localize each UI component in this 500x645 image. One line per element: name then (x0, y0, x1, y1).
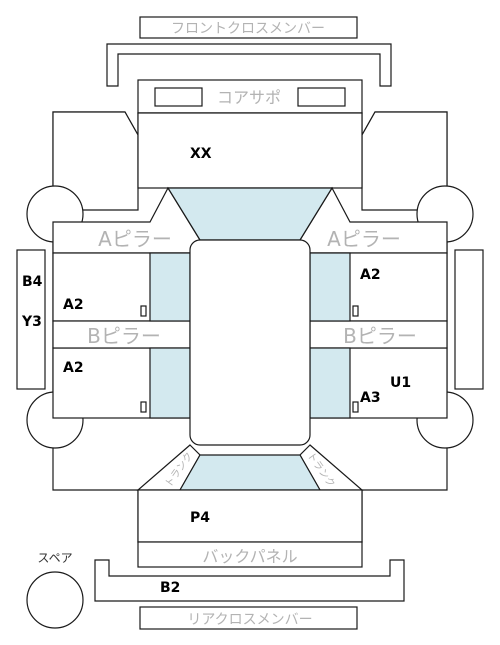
code-core-area: XX (190, 146, 212, 162)
spare-tire[interactable] (26, 571, 84, 629)
b-pillar-right[interactable] (309, 320, 448, 349)
front-cross-member-bracket[interactable] (106, 43, 392, 87)
rear-cross-member-bracket[interactable] (94, 559, 405, 602)
front-right-door-handle (352, 305, 359, 317)
code-rear-left-door: A2 (63, 360, 84, 376)
left-front-window[interactable] (149, 252, 191, 322)
right-rear-window[interactable] (309, 347, 351, 419)
b-pillar-left-label: Bピラー (87, 324, 161, 348)
code-rear-cross-member: B2 (160, 580, 180, 596)
spare-label: スペア (37, 551, 72, 565)
core-support-left-slot (154, 87, 203, 107)
left-rear-window[interactable] (149, 347, 191, 419)
back-panel[interactable] (137, 541, 363, 568)
core-support-right-slot (297, 87, 346, 107)
back-panel-label: バックパネル (202, 547, 297, 566)
front-cross-member-box[interactable] (139, 16, 358, 39)
rear-glass[interactable] (178, 454, 322, 491)
code-left-sill-1: B4 (22, 274, 43, 290)
a-pillar-left-label: Aピラー (98, 227, 172, 251)
front-cross-member-label: フロントクロスメンバー (171, 21, 325, 37)
trunk-area[interactable] (137, 489, 363, 543)
b-pillar-left[interactable] (52, 320, 191, 349)
rear-left-door-handle (140, 401, 147, 413)
code-front-left-door: A2 (63, 297, 84, 313)
code-rear-right-door: A3 (360, 390, 381, 406)
code-trunk: P4 (190, 510, 210, 526)
code-left-sill-2: Y3 (21, 314, 42, 330)
front-left-door-handle (140, 305, 147, 317)
left-sill[interactable] (16, 249, 46, 390)
b-pillar-right-label: Bピラー (343, 324, 417, 348)
rear-cross-member-box[interactable] (139, 606, 358, 630)
right-sill[interactable] (454, 249, 484, 390)
hood-area[interactable] (137, 112, 363, 189)
core-support-label: コアサポ (217, 88, 281, 107)
right-front-window[interactable] (309, 252, 351, 322)
roof[interactable] (189, 239, 311, 446)
code-right-rear-mark: U1 (390, 375, 411, 391)
a-pillar-right-label: Aピラー (327, 227, 401, 251)
code-front-right-door: A2 (360, 267, 381, 283)
rear-right-door-handle (352, 401, 359, 413)
rear-cross-member-label: リアクロスメンバー (187, 612, 312, 628)
